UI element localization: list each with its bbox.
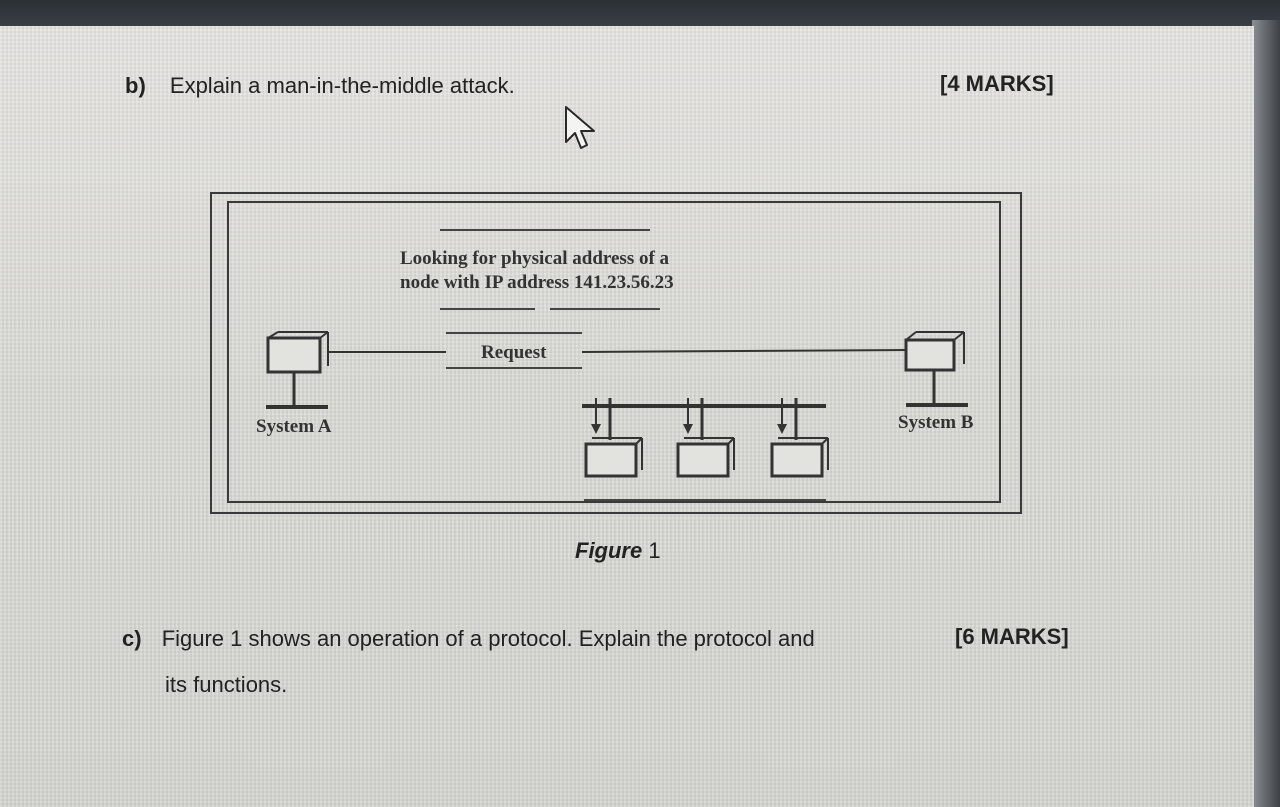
lan-node-3-icon (770, 398, 829, 478)
monitor-bezel-right (1252, 20, 1280, 807)
lan-node-2-icon (676, 398, 735, 478)
arp-diagram-graphic (210, 192, 1022, 514)
monitor-bezel-top (0, 0, 1280, 28)
question-c-marks: [6 MARKS] (955, 624, 1069, 649)
exam-page (0, 26, 1254, 807)
mouse-pointer-icon (565, 106, 595, 149)
figure-1-diagram: Looking for physical address of a node w… (210, 192, 1022, 514)
arp-note-line-2: node with IP address 141.23.56.23 (400, 272, 674, 293)
question-b-label: b) (125, 73, 146, 98)
question-c-text-line-2: its functions. (165, 672, 288, 697)
request-label: Request (481, 342, 547, 363)
question-b-marks: [4 MARKS] (940, 71, 1054, 96)
question-b: b) Explain a man-in-the-middle attack. (125, 73, 515, 99)
system-a-computer-icon (266, 331, 329, 409)
system-b-label: System B (898, 412, 974, 433)
question-c: c) Figure 1 shows an operation of a prot… (122, 626, 815, 652)
arp-note-line-1: Looking for physical address of a (400, 248, 670, 269)
question-c-text-line-1: Figure 1 shows an operation of a protoco… (161, 626, 815, 651)
question-b-text: Explain a man-in-the-middle attack. (169, 73, 515, 98)
figure-caption: Figure 1 (575, 538, 661, 564)
figure-caption-number: 1 (648, 538, 661, 563)
lan-node-1-icon (584, 398, 643, 478)
question-c-label: c) (122, 626, 142, 651)
system-b-computer-icon (904, 331, 968, 407)
figure-caption-word: Figure (575, 538, 643, 563)
system-a-label: System A (256, 416, 332, 437)
